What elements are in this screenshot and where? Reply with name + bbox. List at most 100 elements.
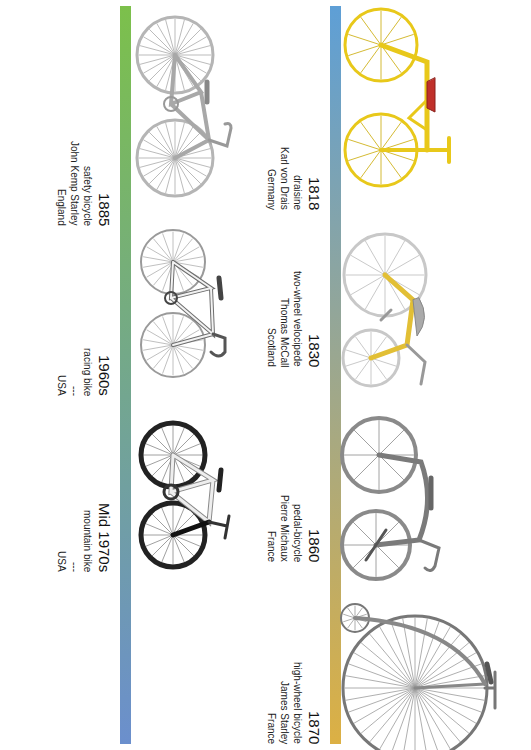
wheel-spoke [349,35,381,46]
bike-info-label: Scotland [265,328,277,367]
velocipede-drawing [343,234,426,386]
wheel-spoke [344,545,376,546]
wheel-spoke [154,322,173,345]
wheel-spoke [385,256,419,276]
wheel-spoke [371,358,386,379]
wheel-spoke [346,688,415,700]
high-wheel-drawing [341,604,495,750]
year-label: 1818 [306,177,323,210]
wheel-spoke [415,688,439,750]
draisine-drawing [345,9,449,186]
wheel-spoke [376,545,377,577]
wheel-spoke [143,535,173,536]
wheel-spoke [175,55,211,56]
wheel-spoke [175,158,193,189]
wheel-spoke [346,358,371,366]
bike-info-label: James Starley [278,681,290,744]
wheel-spoke [391,622,415,688]
wheel-spoke [379,455,380,490]
wheel-spoke [415,688,460,742]
wheel-spoke [385,275,386,314]
wheel-spoke [152,535,173,556]
wheel-spoke [175,158,211,159]
bike-info-label: draisine [291,175,303,210]
bike-info-label: Pierre Michaux [278,495,290,562]
wheel-spoke [144,158,175,176]
wheel-spoke [140,158,175,167]
wheel-spoke [381,150,401,178]
bike-info-label: two-wheel velocipede [291,271,303,367]
wheel-spoke [175,20,184,55]
wheel-spoke [351,275,385,295]
wheel-spoke [147,247,173,262]
wheel-spoke [143,455,173,456]
wheel-spoke [361,150,381,178]
wheel-spoke [139,158,175,159]
wheel-spoke [415,688,476,723]
timeline-bar [120,6,131,744]
bike-info-label: Germany [265,169,277,210]
wheel-spoke [354,653,415,688]
wheel-spoke [173,535,174,565]
year-label: 1885 [96,193,113,226]
wheel-spoke [361,45,381,73]
wheel-spoke [381,35,413,46]
bike-info-label: high-wheel bicycle [291,662,303,744]
wheel-spoke [173,239,192,262]
wheel-spoke [175,158,184,193]
wheel-spoke [376,545,399,568]
wheel-spoke [346,350,371,358]
wheel-spoke [175,46,210,55]
wheel-spoke [391,688,415,750]
bike-info-label: racing bike [81,348,93,396]
wheel-spoke [381,123,401,151]
wheel-spoke [163,317,173,345]
year-label: 1860 [306,529,323,562]
wheel-spoke [173,257,203,262]
wheel-spoke [163,345,173,373]
wheel-spoke [379,430,404,455]
bike-info-label: France [265,713,277,744]
bike-info-label: John Kemp Starley [68,141,80,226]
wheel-spoke [175,158,176,194]
wheel-spoke [385,275,424,276]
bike-info-label: USA [55,551,67,572]
wheel-spoke [349,45,381,56]
wheel-spoke [144,345,174,350]
wheel-spoke [381,18,401,46]
bike-info-label: --- [68,386,80,396]
wheel-spoke [144,262,174,267]
wheel-spoke [147,330,173,345]
wheel-spoke [173,345,183,373]
wheel-spoke [366,275,386,309]
bike-info-label: mountain bike [81,510,93,572]
wheel-spoke [354,455,379,480]
year-label: 1960s [96,355,113,396]
wheel-spoke [173,345,174,375]
racing-bike-drawing [141,230,225,377]
wheel-spoke [415,688,416,750]
wheel-spoke [385,241,405,275]
wheel-spoke [162,507,174,535]
bike-info-label: France [265,531,277,562]
wheel-spoke [370,634,415,688]
wheel-spoke [366,241,386,275]
wheel-spoke [415,643,469,688]
bike-info-label: pedal-bicycle [291,504,303,562]
wheel-spoke [173,315,174,345]
wheel-spoke [173,535,185,563]
wheel-spoke [173,535,194,556]
wheel-spoke [175,158,210,167]
wheel-spoke [140,149,175,158]
wheel-spoke [349,688,415,712]
bike-info-label: --- [68,562,80,572]
wheel-spoke [157,24,175,55]
wheel-spoke [145,455,173,467]
wheel-spoke [173,234,183,262]
bike-info-label: Thomas McCall [278,298,290,367]
wheel-spoke [344,455,379,456]
wheel-spoke [380,688,415,749]
wheel-spoke [345,688,415,689]
wheel-spoke [361,123,381,151]
